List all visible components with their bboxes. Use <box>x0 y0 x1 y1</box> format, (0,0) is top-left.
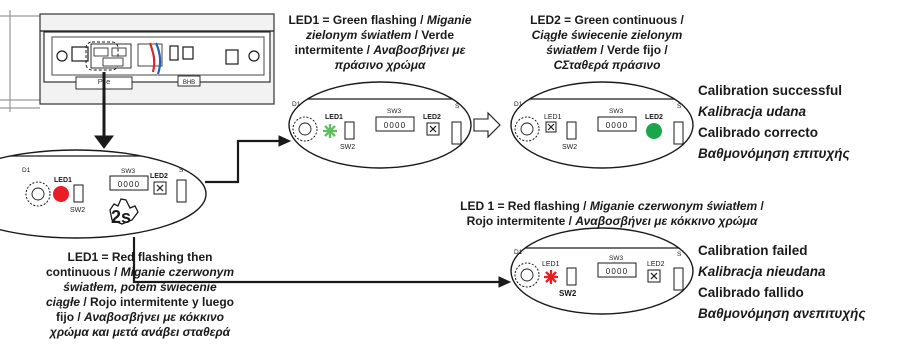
zoom-green-fixed-board <box>510 81 694 169</box>
led2-label-c: LED2 <box>645 114 663 121</box>
caption-green-fixed: LED2 = Green continuous / Ciągłe świecen… <box>530 13 684 72</box>
dip-digits-c: 0000 <box>606 121 629 130</box>
result-failed-el: Βαθμονόμηση ανεπιτυχής <box>698 306 866 321</box>
sw3-label-a: SW3 <box>121 168 135 175</box>
zoom-green-flash-board <box>288 81 472 169</box>
led1-label-a: LED1 <box>54 177 72 184</box>
sw3-label-b: SW3 <box>387 108 401 115</box>
sw3-label-d: SW3 <box>609 255 623 262</box>
controller-unit: BHB <box>0 10 275 112</box>
led2-label-a: LED2 <box>150 173 168 180</box>
caption-calibrate: LED1 = Red flashing then continuous / Mi… <box>45 250 235 339</box>
led1-label-b: LED1 <box>325 114 343 121</box>
caption-red-flash: LED 1 = Red flashing / Miganie czerwonym… <box>460 199 764 228</box>
svg-text:BHB: BHB <box>183 80 195 86</box>
controller-arrow <box>94 72 114 149</box>
d1-label-a: D1 <box>22 167 31 174</box>
led1-red-solid-icon <box>53 186 69 202</box>
dip-digits-b: 0000 <box>384 121 407 130</box>
led1-label-c: LED1 <box>544 114 562 121</box>
led2-label-d: LED2 <box>647 261 665 268</box>
led1-green-star-icon <box>323 124 337 138</box>
led2-green-solid-icon <box>646 123 662 139</box>
d1-label-b: D1 <box>292 101 301 108</box>
dip-digits-d: 0000 <box>606 267 629 276</box>
sw2-label-b: SW2 <box>340 144 355 151</box>
led1-label-d: LED1 <box>542 261 560 268</box>
d1-label-c: D1 <box>514 101 523 108</box>
sw3-label-c: SW3 <box>609 108 623 115</box>
dip-digits-a: 0000 <box>118 180 141 189</box>
caption-green-flash: LED1 = Green flashing / Miganie zielonym… <box>288 13 472 72</box>
zoom-calibrate-board <box>0 149 207 239</box>
led2-label-b: LED2 <box>423 114 441 121</box>
sw2-label-a: SW2 <box>70 207 85 214</box>
result-failed-en: Calibration failed <box>698 243 808 258</box>
hollow-arrow-icon <box>473 111 501 139</box>
led1-red-star-icon <box>544 270 558 284</box>
flow-arrows <box>132 135 512 288</box>
zoom-red-flash-board <box>510 227 694 315</box>
result-success-en: Calibration successful <box>698 83 843 98</box>
hand-press-icon <box>109 198 139 225</box>
s-label-c: S <box>677 103 682 110</box>
s-label-b: S <box>455 103 460 110</box>
result-failed-pl: Kalibracja nieudana <box>698 264 826 279</box>
s-label-a: S <box>179 167 184 174</box>
result-success: Calibration successful Kalibracja udana … <box>698 80 850 164</box>
result-success-el: Βαθμονόμηση επιτυχής <box>698 146 850 161</box>
sw2-label-d: SW2 <box>559 289 577 298</box>
result-success-pl: Kalibracja udana <box>698 104 807 119</box>
d1-label-d: D1 <box>514 249 523 256</box>
sw2-label-c: SW2 <box>562 144 577 151</box>
press-2s-label: 2s <box>111 207 131 227</box>
result-failed: Calibration failed Kalibracja nieudana C… <box>698 240 866 324</box>
result-failed-es: Calibrado fallido <box>698 285 804 300</box>
result-success-es: Calibrado correcto <box>698 125 819 140</box>
led2-x-mark-a <box>156 184 164 192</box>
s-label-d: S <box>677 251 682 258</box>
